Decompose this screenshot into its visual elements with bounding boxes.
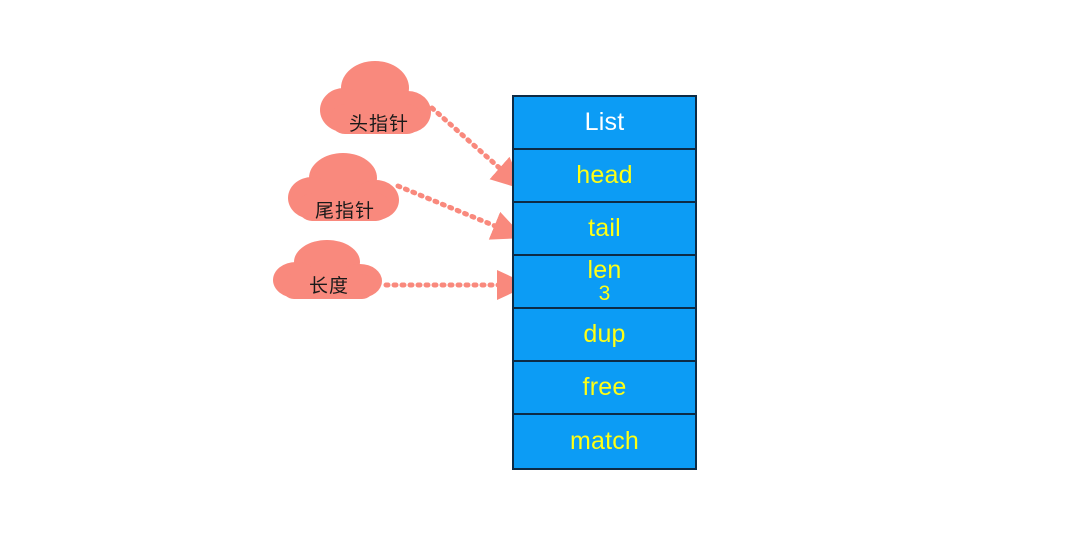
struct-row-len[interactable]: len 3 [514,256,695,309]
struct-title: List [584,108,625,136]
struct-header-row: List [514,97,695,150]
field-name-match: match [569,427,640,455]
callout-tail-pointer[interactable]: 尾指针 [286,150,400,228]
field-name-len: len [587,255,622,284]
cloud-shape-icon [320,61,431,134]
struct-row-match[interactable]: match [514,415,695,468]
field-name-free: free [582,373,627,401]
cloud-shape-icon [288,153,399,221]
callout-head-pointer[interactable]: 头指针 [318,58,432,142]
struct-row-free[interactable]: free [514,362,695,415]
struct-row-tail[interactable]: tail [514,203,695,256]
field-value-len: 3 [598,282,611,306]
struct-row-head[interactable]: head [514,150,695,203]
callout-length[interactable]: 长度 [270,238,384,302]
field-name-head: head [576,161,633,189]
list-struct-table: List head tail len 3 dup free match [512,95,697,470]
arrow-tail-pointer [395,183,525,240]
field-name-dup: dup [583,320,626,348]
struct-row-dup[interactable]: dup [514,309,695,362]
cloud-shape-icon [273,240,382,299]
arrow-head-pointer [429,105,524,190]
field-name-tail: tail [588,214,621,242]
